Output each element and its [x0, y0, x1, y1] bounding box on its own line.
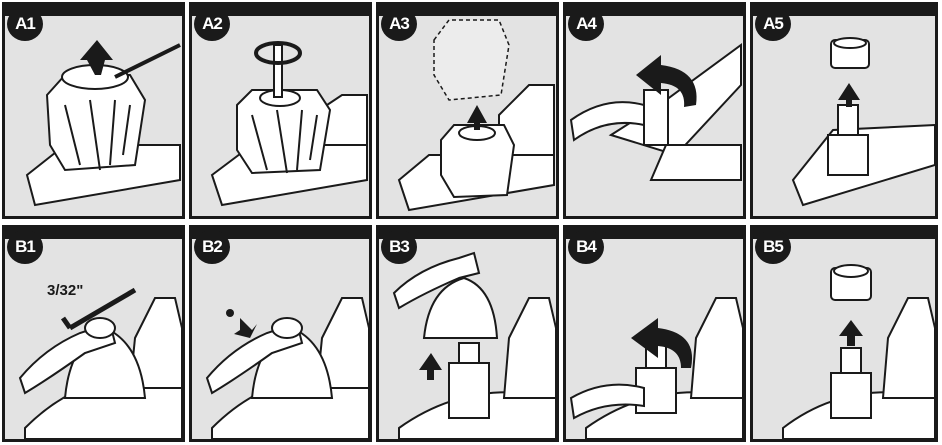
step-panel-a1: A1: [2, 2, 185, 219]
step-panel-a3: A3: [376, 2, 559, 219]
step-badge-a2: A2: [194, 7, 230, 41]
step-panel-b4: B4: [563, 225, 746, 442]
step-panel-a2: A2: [189, 2, 372, 219]
step-badge-a4: A4: [568, 7, 604, 41]
valve-stem: [459, 343, 479, 363]
valve-stem: [644, 90, 668, 145]
faucet-base: [611, 45, 741, 155]
step-panel-a5: A5: [750, 2, 938, 219]
up-arrow-icon: [419, 353, 442, 380]
up-arrow-icon: [838, 83, 860, 107]
ghost-handle: [434, 20, 509, 100]
faucet-body: [883, 298, 935, 398]
step-badge-b3: B3: [381, 230, 417, 264]
step-badge-b2: B2: [194, 230, 230, 264]
handle-cap: [85, 318, 115, 338]
step-panel-b5: B5: [750, 225, 938, 442]
step-panel-b1: B1 3/32": [2, 225, 185, 442]
screwdriver-icon: [274, 45, 282, 97]
set-screw: [226, 309, 234, 317]
faucet-body: [504, 298, 556, 398]
valve-stem: [841, 348, 861, 373]
step-panel-b3: B3: [376, 225, 559, 442]
faucet-body: [651, 145, 741, 180]
up-arrow-icon: [839, 320, 863, 346]
step-panel-b2: B2: [189, 225, 372, 442]
valve-body: [828, 135, 868, 175]
faucet-body: [691, 298, 743, 398]
valve-stem: [838, 105, 858, 135]
allen-key-size-label: 3/32": [47, 282, 83, 299]
step-badge-a5: A5: [755, 7, 791, 41]
screwdriver-icon: [115, 45, 180, 77]
step-badge-b5: B5: [755, 230, 791, 264]
step-badge-a3: A3: [381, 7, 417, 41]
step-badge-b1: B1: [7, 230, 43, 264]
step-badge-b4: B4: [568, 230, 604, 264]
up-left-arrow-icon: [234, 318, 257, 338]
handle-cap: [272, 318, 302, 338]
valve-body: [831, 373, 871, 418]
step-panel-a4: A4: [563, 2, 746, 219]
valve-body: [449, 363, 489, 418]
step-badge-a1: A1: [7, 7, 43, 41]
